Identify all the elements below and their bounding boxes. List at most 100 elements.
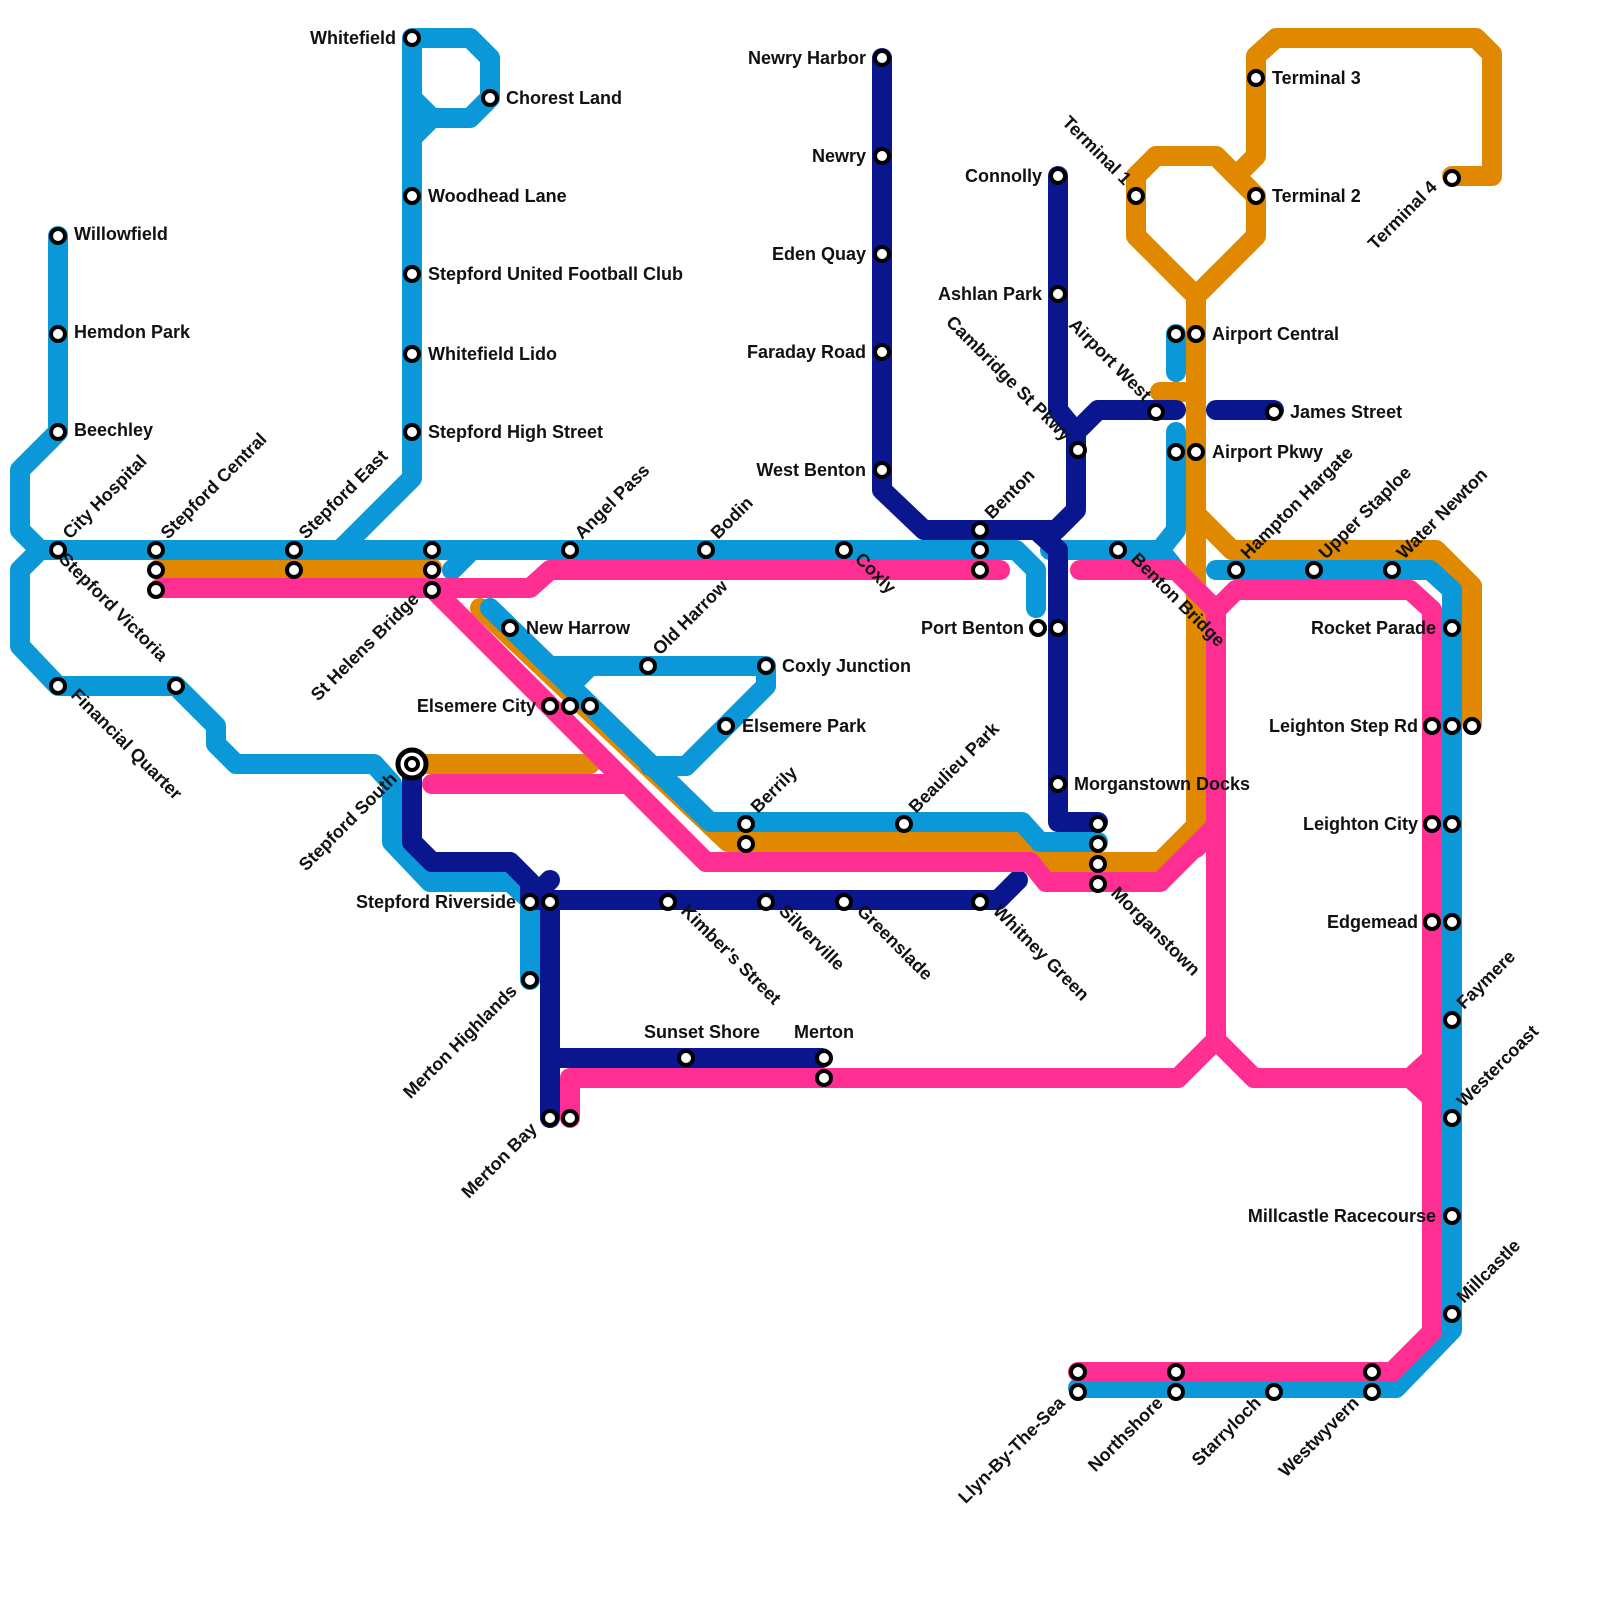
station-marker-hampton-hargate[interactable] (1227, 561, 1245, 579)
station-marker-benton[interactable] (971, 541, 989, 559)
station-label-terminal-3[interactable]: Terminal 3 (1272, 68, 1361, 88)
station-label-whitney-green[interactable]: Whitney Green (989, 901, 1093, 1005)
station-label-merton[interactable]: Merton (794, 1022, 854, 1042)
station-label-newry[interactable]: Newry (812, 146, 866, 166)
station-label-kimbers-street[interactable]: Kimber's Street (677, 901, 785, 1009)
station-label-airport-central[interactable]: Airport Central (1212, 324, 1339, 344)
station-marker-morganstown[interactable] (1089, 855, 1107, 873)
station-label-connolly[interactable]: Connolly (965, 166, 1042, 186)
station-marker-whitefield-lido[interactable] (403, 345, 421, 363)
station-marker-northshore[interactable] (1167, 1363, 1185, 1381)
station-marker-berrily[interactable] (737, 815, 755, 833)
station-label-whitefield-lido[interactable]: Whitefield Lido (428, 344, 557, 364)
station-label-northshore[interactable]: Northshore (1084, 1393, 1167, 1476)
station-marker-city-hospital[interactable] (49, 541, 67, 559)
station-marker-stepford-east[interactable] (285, 541, 303, 559)
station-marker-port-benton[interactable] (1029, 619, 1047, 637)
station-label-morganstown-docks[interactable]: Morganstown Docks (1074, 774, 1250, 794)
station-label-westwyvern[interactable]: Westwyvern (1275, 1393, 1363, 1481)
station-marker-ashlan-park[interactable] (1049, 285, 1067, 303)
station-label-millcastle-racecourse[interactable]: Millcastle Racecourse (1248, 1206, 1436, 1226)
station-marker-coxly[interactable] (835, 541, 853, 559)
station-marker-bodin[interactable] (697, 541, 715, 559)
station-marker-morganstown[interactable] (1089, 835, 1107, 853)
station-label-airport-pkwy[interactable]: Airport Pkwy (1212, 442, 1323, 462)
station-marker-westwyvern[interactable] (1363, 1363, 1381, 1381)
station-marker-connolly[interactable] (1049, 167, 1067, 185)
station-marker-stepford-victoria[interactable] (167, 677, 185, 695)
station-label-greenslade[interactable]: Greenslade (853, 901, 936, 984)
station-marker-morganstown[interactable] (1089, 815, 1107, 833)
station-marker-merton[interactable] (815, 1049, 833, 1067)
station-label-financial-quarter[interactable]: Financial Quarter (67, 685, 186, 804)
station-marker-stepford-central[interactable] (147, 541, 165, 559)
station-label-terminal-2[interactable]: Terminal 2 (1272, 186, 1361, 206)
station-marker-leighton-step-rd[interactable] (1463, 717, 1481, 735)
station-label-rocket-parade[interactable]: Rocket Parade (1311, 618, 1436, 638)
station-label-faraday-road[interactable]: Faraday Road (747, 342, 866, 362)
station-marker-airport-pkwy[interactable] (1167, 443, 1185, 461)
station-label-whitefield[interactable]: Whitefield (310, 28, 396, 48)
station-marker-elsemere-city[interactable] (561, 697, 579, 715)
station-marker-james-street[interactable] (1265, 403, 1283, 421)
station-marker-st-helens-bridge[interactable] (423, 561, 441, 579)
station-label-faymere[interactable]: Faymere (1453, 946, 1520, 1013)
station-label-terminal-1[interactable]: Terminal 1 (1058, 112, 1135, 189)
station-marker-airport-central[interactable] (1187, 325, 1205, 343)
station-marker-airport-pkwy[interactable] (1187, 443, 1205, 461)
station-marker-whitefield[interactable] (403, 29, 421, 47)
station-label-airport-west[interactable]: Airport West (1065, 315, 1155, 405)
station-marker-northshore[interactable] (1167, 1383, 1185, 1401)
station-label-stepford-riverside[interactable]: Stepford Riverside (356, 892, 516, 912)
station-marker-terminal-2[interactable] (1247, 187, 1265, 205)
station-marker-financial-quarter[interactable] (49, 677, 67, 695)
station-label-llyn-by-the-sea[interactable]: Llyn-By-The-Sea (954, 1392, 1069, 1507)
station-label-benton[interactable]: Benton (981, 465, 1039, 523)
station-marker-westwyvern[interactable] (1363, 1383, 1381, 1401)
station-marker-whitney-green[interactable] (971, 893, 989, 911)
station-marker-new-harrow[interactable] (501, 619, 519, 637)
station-label-willowfield[interactable]: Willowfield (74, 224, 168, 244)
station-label-newry-harbor[interactable]: Newry Harbor (748, 48, 866, 68)
station-label-beechley[interactable]: Beechley (74, 420, 153, 440)
station-label-silverville[interactable]: Silverville (775, 901, 849, 975)
station-marker-merton-bay[interactable] (541, 1109, 559, 1127)
station-marker-terminal-4[interactable] (1443, 169, 1461, 187)
station-marker-willowfield[interactable] (49, 227, 67, 245)
station-label-terminal-4[interactable]: Terminal 4 (1364, 177, 1441, 254)
station-label-starryloch[interactable]: Starryloch (1188, 1393, 1265, 1470)
station-label-woodhead-lane[interactable]: Woodhead Lane (428, 186, 567, 206)
station-marker-merton[interactable] (815, 1069, 833, 1087)
station-marker-westercoast[interactable] (1443, 1109, 1461, 1127)
station-label-sunset-shore[interactable]: Sunset Shore (644, 1022, 760, 1042)
station-marker-coxly-junction[interactable] (757, 657, 775, 675)
station-marker-faymere[interactable] (1443, 1011, 1461, 1029)
station-marker-benton[interactable] (971, 521, 989, 539)
station-label-angel-pass[interactable]: Angel Pass (571, 460, 654, 543)
station-marker-stepford-central[interactable] (147, 581, 165, 599)
station-marker-stepford-riverside[interactable] (521, 893, 539, 911)
station-marker-terminal-3[interactable] (1247, 69, 1265, 87)
station-label-new-harrow[interactable]: New Harrow (526, 618, 631, 638)
station-marker-cambridge-st-pkwy[interactable] (1069, 441, 1087, 459)
station-marker-greenslade[interactable] (835, 893, 853, 911)
station-marker-chorest-land[interactable] (481, 89, 499, 107)
station-marker-water-newton[interactable] (1383, 561, 1401, 579)
station-marker-upper-staploe[interactable] (1305, 561, 1323, 579)
station-label-hemdon-park[interactable]: Hemdon Park (74, 322, 191, 342)
station-marker-beechley[interactable] (49, 423, 67, 441)
station-marker-newry[interactable] (873, 147, 891, 165)
station-marker-angel-pass[interactable] (561, 541, 579, 559)
station-marker-elsemere-city[interactable] (581, 697, 599, 715)
station-label-morganstown[interactable]: Morganstown (1107, 883, 1204, 980)
station-marker-airport-central[interactable] (1167, 325, 1185, 343)
station-marker-edgemead[interactable] (1443, 913, 1461, 931)
station-marker-leighton-city[interactable] (1443, 815, 1461, 833)
station-label-edgemead[interactable]: Edgemead (1327, 912, 1418, 932)
station-marker-elsemere-park[interactable] (717, 717, 735, 735)
station-marker-millcastle-racecourse[interactable] (1443, 1207, 1461, 1225)
station-marker-stepford-central[interactable] (147, 561, 165, 579)
station-marker-stepford-east[interactable] (285, 561, 303, 579)
station-label-james-street[interactable]: James Street (1290, 402, 1402, 422)
station-label-beaulieu-park[interactable]: Beaulieu Park (905, 718, 1004, 817)
